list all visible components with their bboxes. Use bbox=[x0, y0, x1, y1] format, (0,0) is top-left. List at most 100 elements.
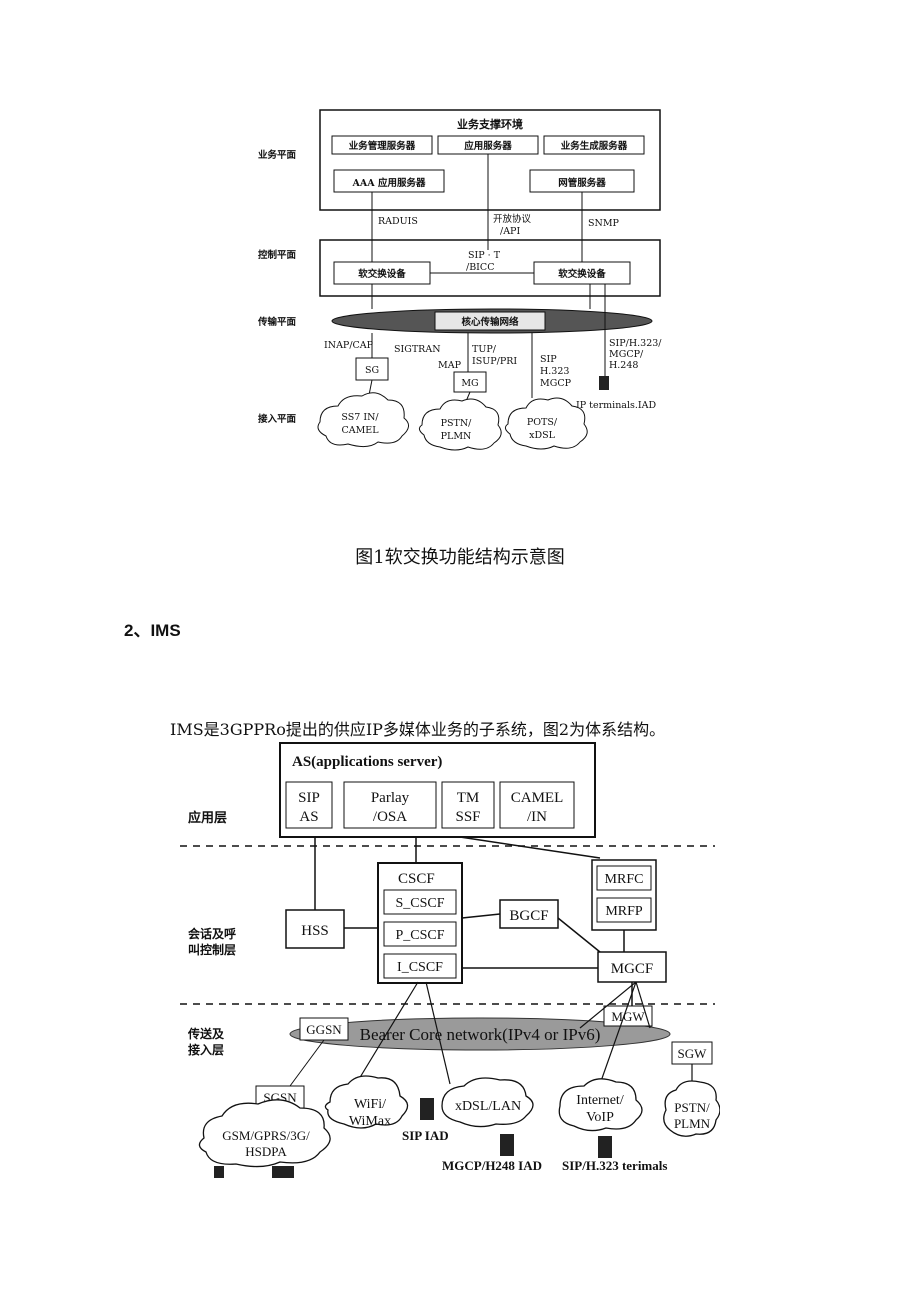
sip-h323-terminals-label: SIP/H.323 terimals bbox=[562, 1158, 667, 1173]
cscf-label: CSCF bbox=[398, 871, 435, 887]
ims-paragraph: IMS是3GPPRo提出的供应IP多媒体业务的子系统，图2为体系结构。 bbox=[170, 720, 666, 739]
layer-session-label-1: 会话及呼 bbox=[188, 926, 236, 941]
sip-as-box bbox=[285, 781, 333, 829]
open-protocol-label-2: /API bbox=[500, 226, 520, 237]
core-network-label: 核心传输网络 bbox=[461, 316, 519, 328]
ip-terminals-label: IP terminals.IAD bbox=[576, 400, 657, 411]
cloud-ss7: SS7 IN/ CAMEL bbox=[317, 392, 409, 448]
sipt-label-1: SIP · T bbox=[468, 250, 501, 261]
s-cscf-box bbox=[383, 889, 457, 915]
cscf-box bbox=[377, 862, 463, 984]
mgcp-iad-label: MGCP/H248 IAD bbox=[442, 1158, 542, 1173]
tup-label-1: TUP/ bbox=[472, 344, 497, 355]
p-cscf-box bbox=[383, 921, 457, 947]
softswitch-left-label: 软交换设备 bbox=[358, 268, 406, 280]
cloud-internet-label-1: Internet/ bbox=[576, 1093, 624, 1108]
computer-icon bbox=[272, 1166, 294, 1178]
cloud-internet-label-2: VoIP bbox=[586, 1110, 614, 1125]
mgcf-label: MGCF bbox=[611, 961, 654, 977]
ip-terminal-icon bbox=[599, 376, 609, 390]
sip-right-label-2: MGCP/ bbox=[609, 349, 644, 360]
sip-right-label-1: SIP/H.323/ bbox=[609, 338, 662, 349]
plane-control: 控制平面 bbox=[258, 249, 297, 261]
mg-label: MG bbox=[461, 378, 478, 389]
cloud-pstn-plmn-label-2: PLMN bbox=[674, 1116, 711, 1131]
bgcf-label: BGCF bbox=[509, 908, 548, 924]
control-plane-box bbox=[319, 239, 661, 297]
mgw-label: MGW bbox=[611, 1009, 645, 1024]
aaa-box bbox=[333, 169, 445, 193]
as-box bbox=[279, 742, 596, 838]
aaa-label: AAA 应用服务器 bbox=[352, 177, 426, 189]
cloud-pstn-label-2: PLMN bbox=[441, 431, 472, 442]
sip-iad-label: SIP IAD bbox=[402, 1128, 449, 1143]
bearer-network-label: Bearer Core network(IPv4 or IPv6) bbox=[360, 1025, 601, 1044]
sip-as-label-1: SIP bbox=[298, 790, 320, 806]
cloud-pstn-label-1: PSTN/ bbox=[441, 418, 473, 429]
sip-h323-label-3: MGCP bbox=[540, 378, 572, 389]
open-protocol-label-1: 开放协议 bbox=[493, 213, 532, 225]
mrf-group-box bbox=[591, 859, 657, 931]
bearer-network-ellipse bbox=[289, 1017, 671, 1051]
figure1-caption: 图1软交换功能结构示意图 bbox=[355, 547, 565, 568]
camel-box bbox=[499, 781, 575, 829]
service-plane-box bbox=[319, 109, 661, 211]
sg-label: SG bbox=[365, 365, 379, 376]
as-title: AS(applications server) bbox=[292, 754, 442, 770]
sigtran-label: SIGTRAN bbox=[394, 344, 441, 355]
layer-app-label: 应用层 bbox=[188, 810, 227, 826]
cloud-wifi: WiFi/ WiMax bbox=[324, 1075, 409, 1129]
ggsn-label: GGSN bbox=[306, 1022, 342, 1037]
hss-box bbox=[285, 909, 345, 949]
cloud-xdsl: xDSL/LAN bbox=[441, 1077, 534, 1128]
cloud-pstn-plmn: PSTN/ PLMN bbox=[663, 1080, 720, 1137]
camel-label-1: CAMEL bbox=[511, 790, 564, 806]
cloud-ss7-label-1: SS7 IN/ bbox=[341, 412, 379, 423]
app-server-label: 应用服务器 bbox=[464, 140, 512, 152]
service-gen-box bbox=[543, 135, 645, 155]
cloud-pots: POTS/ xDSL bbox=[504, 397, 588, 450]
plane-service: 业务平面 bbox=[258, 149, 297, 161]
sip-h323-label-2: H.323 bbox=[540, 366, 569, 377]
layer-transport-label-2: 接入层 bbox=[188, 1042, 224, 1057]
sip-h323-label-1: SIP bbox=[540, 354, 557, 365]
cloud-gsm-label-1: GSM/GPRS/3G/ bbox=[222, 1128, 310, 1143]
section-heading-ims: 2、IMS bbox=[124, 621, 181, 640]
parlay-label-2: /OSA bbox=[373, 809, 407, 825]
sip-as-label-2: AS bbox=[299, 809, 318, 825]
plane-access: 接入平面 bbox=[258, 413, 297, 425]
cloud-internet: Internet/ VoIP bbox=[558, 1078, 643, 1132]
figure2-ims-diagram: AS(applications server) SIP AS Parlay /O… bbox=[180, 742, 720, 1178]
s-cscf-label: S_CSCF bbox=[395, 896, 444, 911]
mrfc-box bbox=[596, 865, 652, 891]
inap-label: INAP/CAP bbox=[324, 340, 374, 351]
service-env-title: 业务支撑环境 bbox=[457, 117, 523, 131]
cloud-wifi-label-1: WiFi/ bbox=[354, 1097, 386, 1112]
mrfc-label: MRFC bbox=[605, 872, 644, 887]
cloud-pstn-plmn-label-1: PSTN/ bbox=[674, 1100, 710, 1115]
cloud-pots-label-1: POTS/ bbox=[527, 417, 558, 428]
i-cscf-box bbox=[383, 953, 457, 979]
server-mgmt-label: 业务管理服务器 bbox=[349, 140, 416, 152]
snmp-label: SNMP bbox=[588, 218, 620, 229]
sip-iad-icon bbox=[420, 1098, 434, 1120]
i-cscf-label: I_CSCF bbox=[397, 960, 443, 975]
parlay-box bbox=[343, 781, 437, 829]
tm-label-2: SSF bbox=[455, 809, 480, 825]
mobile-phone-icon bbox=[214, 1166, 224, 1178]
radius-label: RADUIS bbox=[378, 216, 418, 227]
cloud-gsm: GSM/GPRS/3G/ HSDPA bbox=[198, 1099, 331, 1168]
cloud-gsm-label-2: HSDPA bbox=[245, 1144, 287, 1159]
mrfp-box bbox=[596, 897, 652, 923]
layer-transport-label-1: 传送及 bbox=[187, 1026, 225, 1041]
mrfp-label: MRFP bbox=[605, 904, 643, 919]
p-cscf-label: P_CSCF bbox=[395, 928, 444, 943]
figure1-softswitch-diagram: 业务支撑环境 业务管理服务器 应用服务器 业务生成服务器 AAA 应用服务器 网… bbox=[257, 109, 662, 451]
tm-ssf-box bbox=[441, 781, 495, 829]
parlay-label-1: Parlay bbox=[371, 790, 410, 806]
map-label: MAP bbox=[438, 360, 462, 371]
tup-label-2: ISUP/PRI bbox=[472, 356, 517, 367]
cloud-pots-label-2: xDSL bbox=[529, 430, 555, 441]
sip-right-label-3: H.248 bbox=[609, 360, 638, 371]
tm-label-1: TM bbox=[457, 790, 480, 806]
